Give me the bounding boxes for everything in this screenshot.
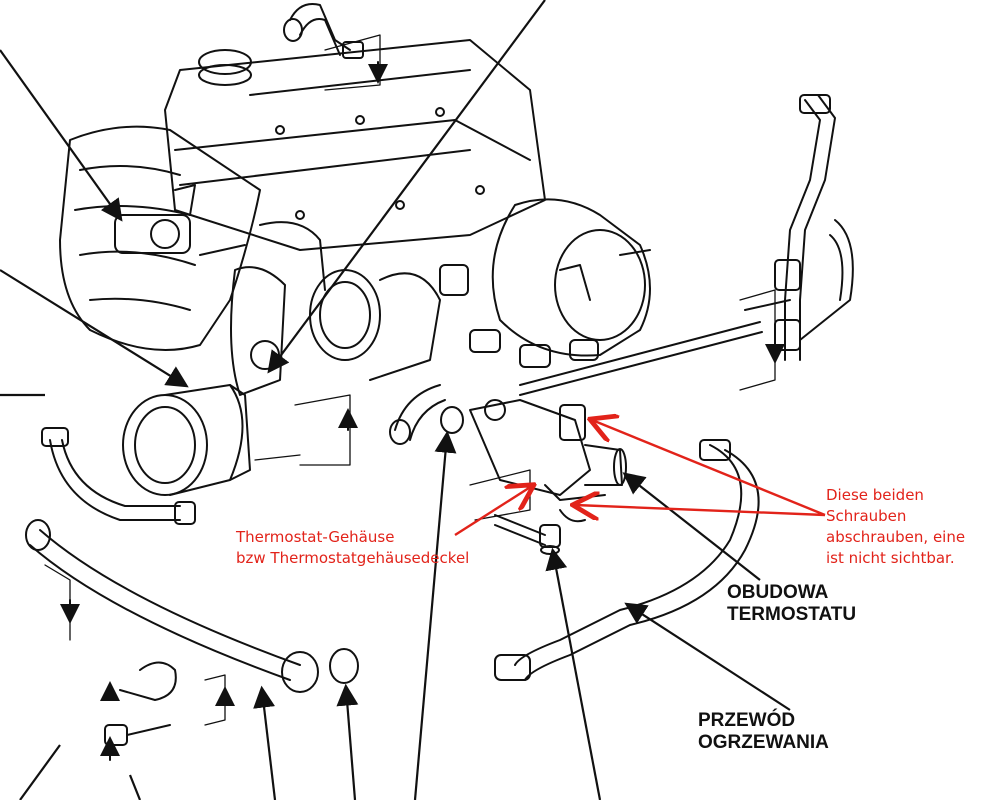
red-annotation-arrows bbox=[454, 420, 826, 537]
thermostat-inlet-hose bbox=[389, 384, 446, 445]
leader-oring-upper bbox=[413, 430, 457, 800]
leader-bolt bbox=[545, 547, 602, 800]
przewod-ogrzewania-label: PRZEWÓD OGRZEWANIA bbox=[698, 710, 829, 754]
przewod-line-2: OGRZEWANIA bbox=[698, 732, 829, 753]
thermostat-housing-note-line-1: Thermostat-Gehäuse bbox=[236, 528, 395, 546]
housing-bolts bbox=[494, 514, 561, 555]
o-ring-lower bbox=[329, 648, 359, 684]
bolts-note-line-3: abschrauben, eine bbox=[826, 528, 966, 546]
leader-top-left bbox=[0, 49, 123, 222]
valve-cover bbox=[164, 39, 546, 251]
bolts-note-line-4: ist nicht sichtbar. bbox=[826, 549, 955, 567]
leader-mid-left bbox=[0, 269, 189, 388]
top-hose bbox=[283, 3, 364, 59]
o-ring-upper bbox=[440, 406, 464, 434]
obudowa-line-2: TERMOSTATU bbox=[727, 604, 857, 625]
vacuum-line bbox=[519, 321, 761, 386]
bypass-hose bbox=[41, 427, 196, 525]
leader-diagonal bbox=[267, 0, 546, 374]
vent-hoses bbox=[744, 94, 854, 361]
leader-pipe bbox=[253, 685, 277, 800]
oil-filter bbox=[122, 384, 251, 496]
leader-heater-hose bbox=[624, 602, 791, 711]
thermostat-housing bbox=[469, 399, 627, 523]
distributor bbox=[491, 198, 651, 357]
thermostat-housing-note-line-2: bzw Thermostatgehäusedeckel bbox=[236, 549, 470, 567]
leader-housing bbox=[622, 472, 761, 581]
leader-oring-lower bbox=[336, 683, 359, 800]
obudowa-line-1: OBUDOWA bbox=[727, 582, 829, 603]
bolts-note-line-1: Diese beiden bbox=[826, 486, 924, 504]
przewod-line-1: PRZEWÓD bbox=[698, 710, 796, 731]
obudowa-termostatu-label: OBUDOWA TERMOSTATU bbox=[727, 582, 856, 626]
engine-block bbox=[230, 221, 599, 396]
bolts-note: Diese beiden Schrauben abschrauben, eine… bbox=[826, 485, 965, 569]
intake-manifold bbox=[59, 125, 261, 351]
bolts-note-line-2: Schrauben bbox=[826, 507, 907, 525]
thermostat-housing-note: Thermostat-Gehäuse bzw Thermostatgehäuse… bbox=[236, 527, 469, 569]
